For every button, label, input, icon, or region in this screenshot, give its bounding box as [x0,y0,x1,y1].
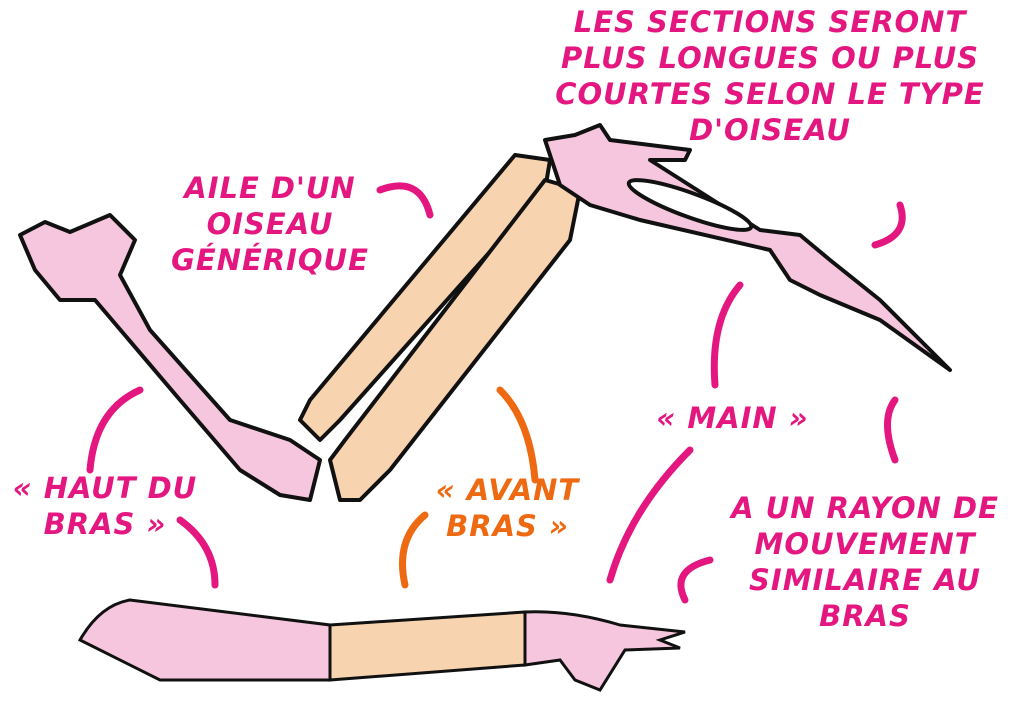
arrow-icon [399,511,429,589]
label-line: D'OISEAU [689,113,851,147]
arrow-icon [606,446,694,584]
label-motion: A UN RAYON DE MOUVEMENT SIMILAIRE AU BRA… [710,490,1020,634]
label-line: GÉNÉRIQUE [171,243,369,277]
human-upper-arm [77,598,332,682]
label-line: COURTES SELON LE TYPE [555,77,985,111]
humerus-bone [18,213,322,502]
label-line: OISEAU [206,207,334,241]
hand-bones [543,123,952,372]
label-line: PLUS LONGUES OU PLUS [560,41,980,75]
human-hand [523,610,686,692]
arrow-icon [496,386,539,484]
arrow-icon [176,516,219,589]
human-forearm [328,610,527,682]
label-line: « AVANT [435,473,580,507]
label-line: A UN RAYON DE [731,491,999,525]
arrow-icon [86,386,144,474]
label-wing: AILE D'UN OISEAU GÉNÉRIQUE [160,170,380,278]
label-line: BRAS [819,599,911,633]
label-line: MOUVEMENT [754,527,976,561]
hand-bone-gap [626,178,754,232]
arrow-icon [376,182,434,219]
label-upper-arm: « HAUT DU BRAS » [5,470,205,542]
label-line: BRAS » [43,507,167,541]
radius-bone [298,153,552,442]
label-hand: « MAIN » [640,400,825,436]
label-line: « MAIN » [656,401,809,435]
arrow-icon [884,396,899,464]
label-line: « HAUT DU [12,471,198,505]
label-line: BRAS » [446,509,569,543]
label-sections: LES SECTIONS SERONT PLUS LONGUES OU PLUS… [525,4,1015,148]
label-line: AILE D'UN [184,171,356,205]
label-line: LES SECTIONS SERONT [573,5,967,39]
arrow-icon [871,201,906,249]
arrow-icon [677,556,714,604]
arrow-icon [710,281,744,389]
label-forearm: « AVANT BRAS » [420,472,595,544]
label-line: SIMILAIRE AU [749,563,981,597]
human-arm [77,598,686,692]
ulna-bone [328,178,582,502]
